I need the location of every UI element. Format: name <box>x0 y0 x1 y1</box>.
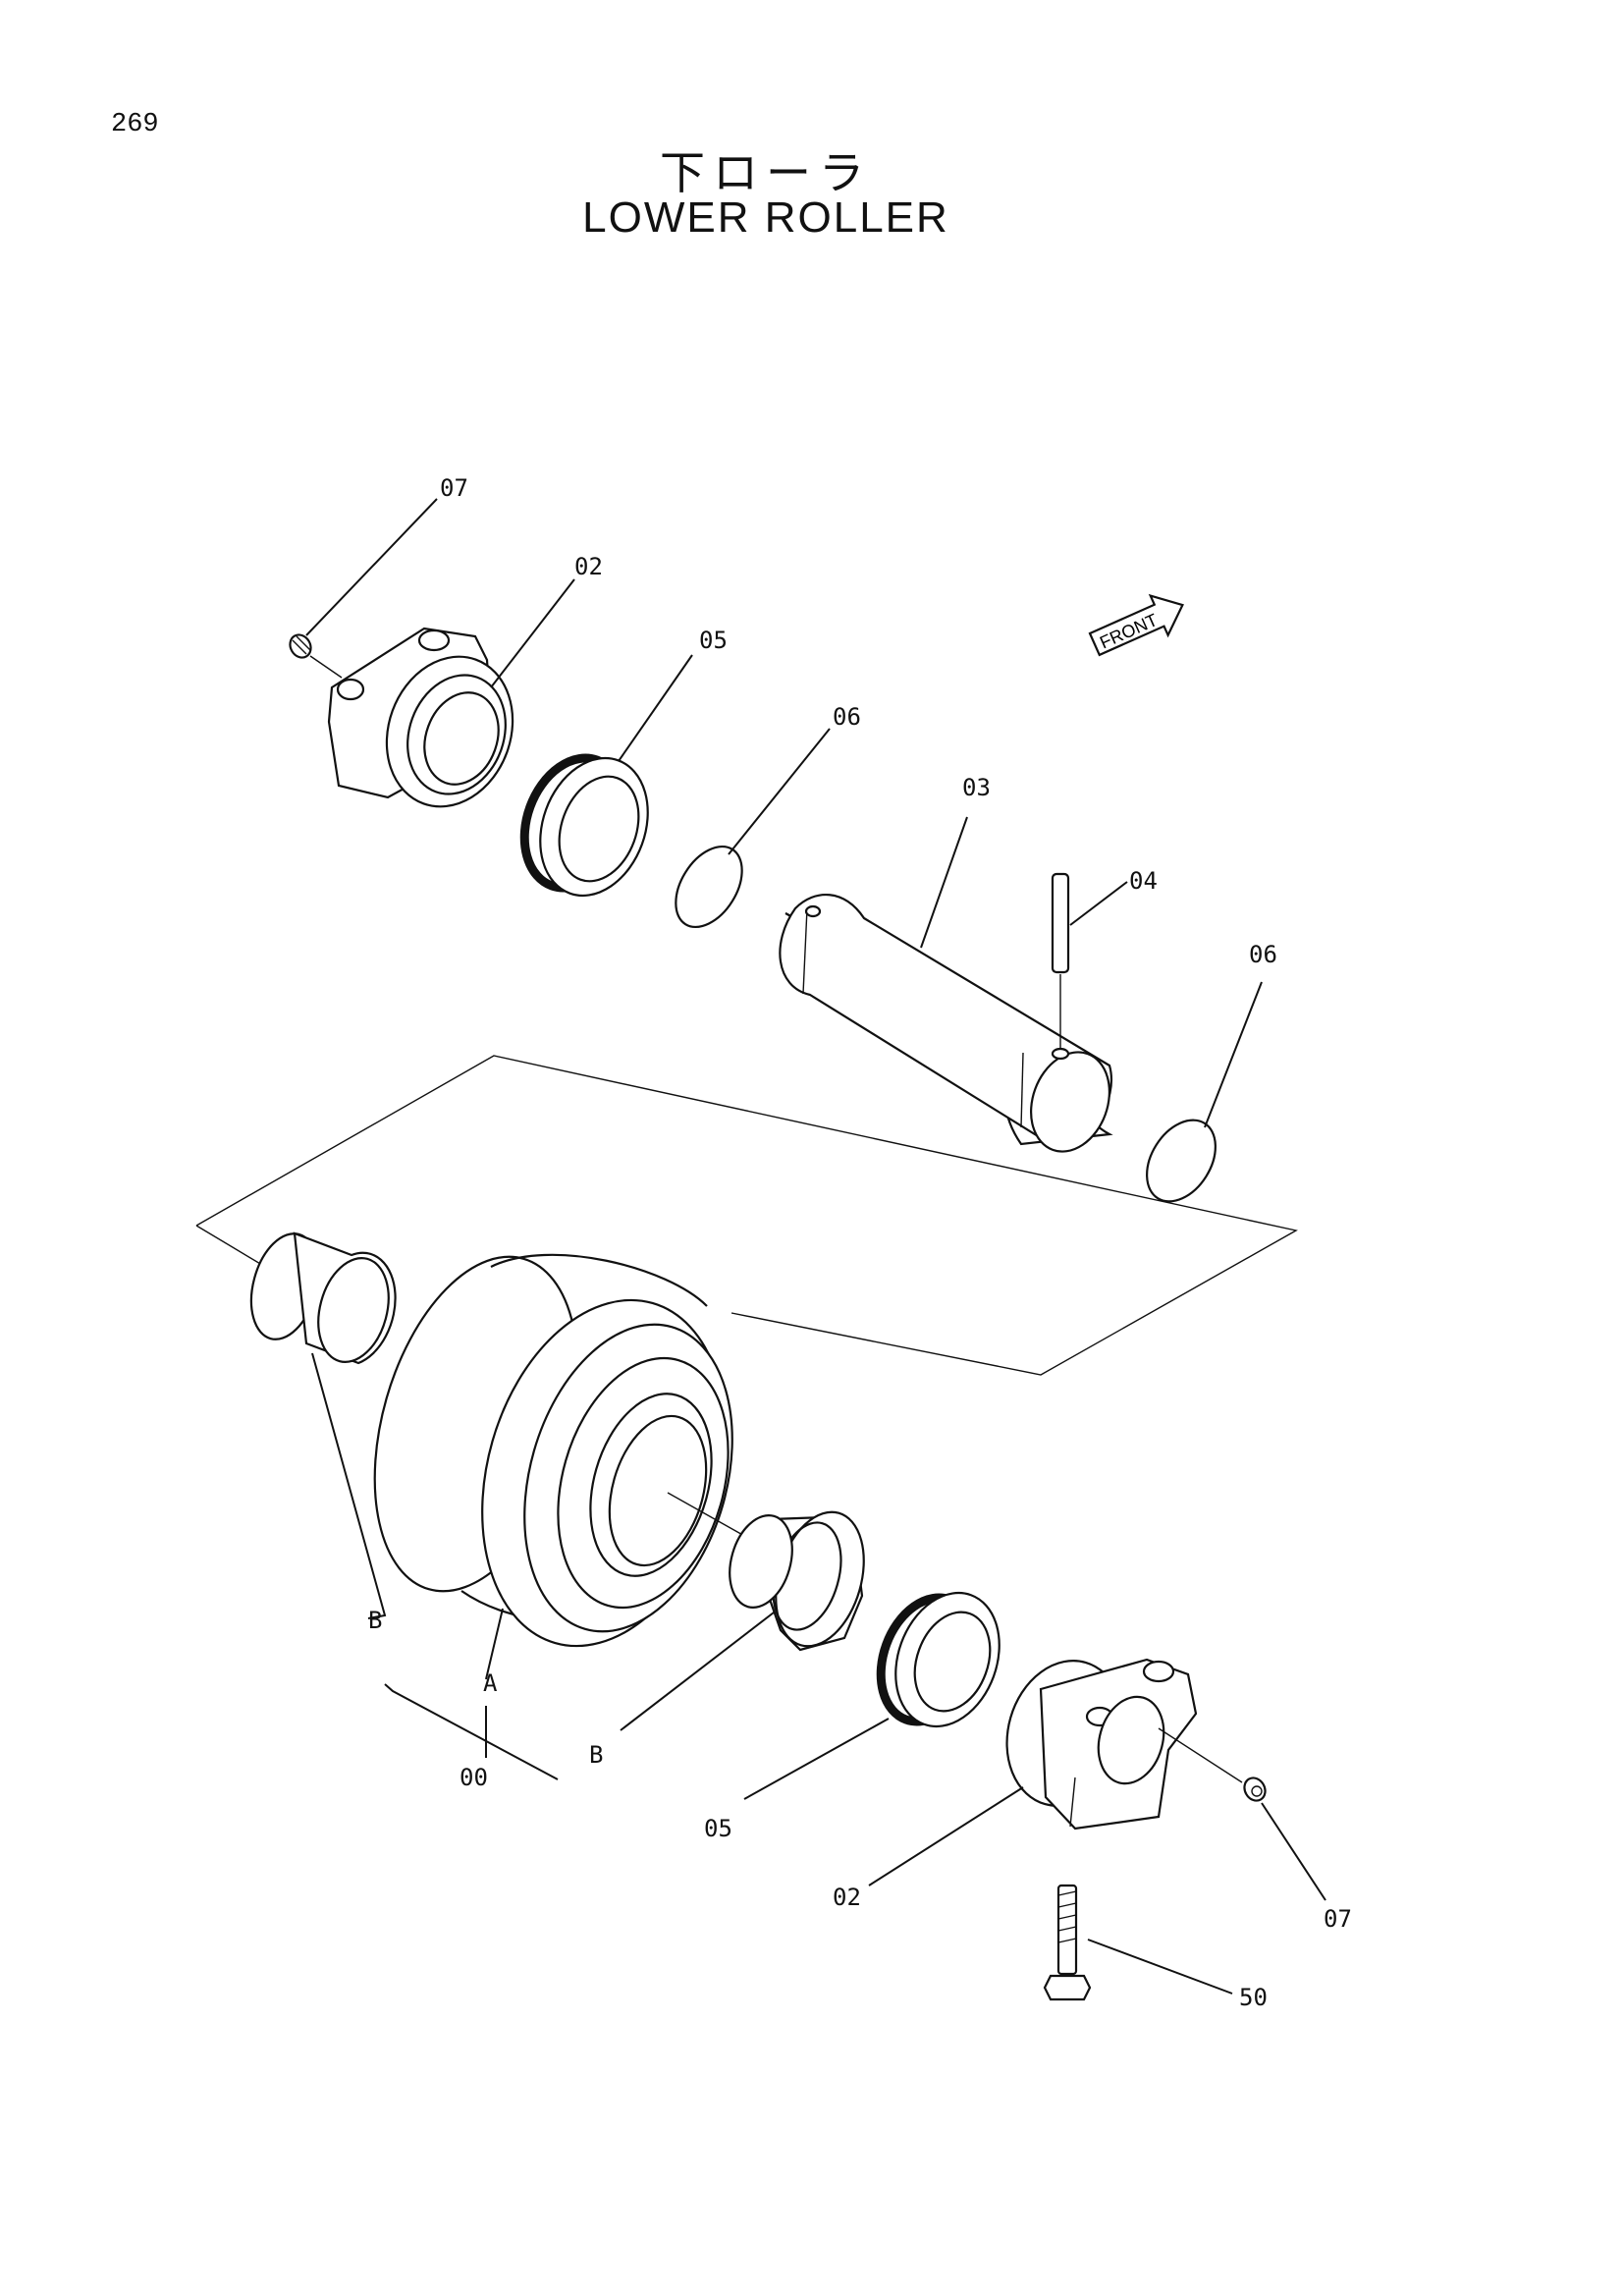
leader-06-top <box>728 728 831 855</box>
title-english: LOWER ROLLER <box>582 193 949 242</box>
oring-06-right <box>1146 1119 1217 1203</box>
callout-02-bottom: 02 <box>833 1884 861 1911</box>
page-number: 269 <box>111 110 159 139</box>
plug-07-top <box>289 633 312 659</box>
leader-05-top <box>618 654 693 762</box>
front-arrow-icon: FRONT <box>1088 593 1184 657</box>
pin-04 <box>1051 872 1070 1061</box>
leader-07-top <box>305 498 438 636</box>
leader-03 <box>920 816 968 949</box>
leader-04 <box>1069 881 1128 926</box>
callout-B-left: B <box>368 1607 382 1634</box>
seal-05-bottom <box>876 1591 1001 1728</box>
leader-05-bottom <box>743 1718 890 1800</box>
leader-07-hole <box>309 655 343 679</box>
roller-body <box>373 1253 747 1648</box>
collar-02-top <box>327 627 514 808</box>
subassembly-outline <box>195 1055 1298 1376</box>
seal-05-top <box>519 753 649 898</box>
leader-B-right <box>620 1612 775 1731</box>
callout-05-top: 05 <box>699 627 728 654</box>
leader-02-bottom <box>868 1786 1024 1886</box>
leader-A <box>485 1608 504 1680</box>
callout-50: 50 <box>1239 1984 1268 2011</box>
leader-50 <box>1087 1939 1233 1995</box>
leader-B-group <box>384 1683 559 1780</box>
bolt-50 <box>1043 1884 1092 2001</box>
callout-06-top: 06 <box>833 703 861 731</box>
callout-03: 03 <box>962 774 991 801</box>
leader-B-left <box>311 1352 387 1619</box>
title-japanese: 下ローラ <box>660 146 872 199</box>
callout-05-bottom: 05 <box>704 1815 732 1842</box>
shaft-03 <box>779 894 1113 1153</box>
leader-07-bottom <box>1261 1802 1326 1901</box>
callout-A: A <box>483 1669 498 1697</box>
callout-B-bottom: B <box>589 1741 603 1769</box>
callout-06-right: 06 <box>1249 941 1277 968</box>
collar-02-bottom <box>1005 1658 1198 1831</box>
leader-07-hole-bottom <box>1158 1727 1243 1783</box>
callout-07-top: 07 <box>440 474 468 502</box>
bushing-right <box>729 1510 865 1652</box>
leader-06-right <box>1204 981 1263 1128</box>
leader-02-top <box>490 578 575 688</box>
bushing-left <box>249 1231 397 1365</box>
callout-07-bottom: 07 <box>1324 1905 1352 1933</box>
callout-00: 00 <box>460 1764 488 1791</box>
callout-04: 04 <box>1129 867 1158 895</box>
callout-02-top: 02 <box>574 553 603 580</box>
plug-07-bottom <box>1243 1777 1267 1802</box>
oring-06-top <box>675 845 743 929</box>
